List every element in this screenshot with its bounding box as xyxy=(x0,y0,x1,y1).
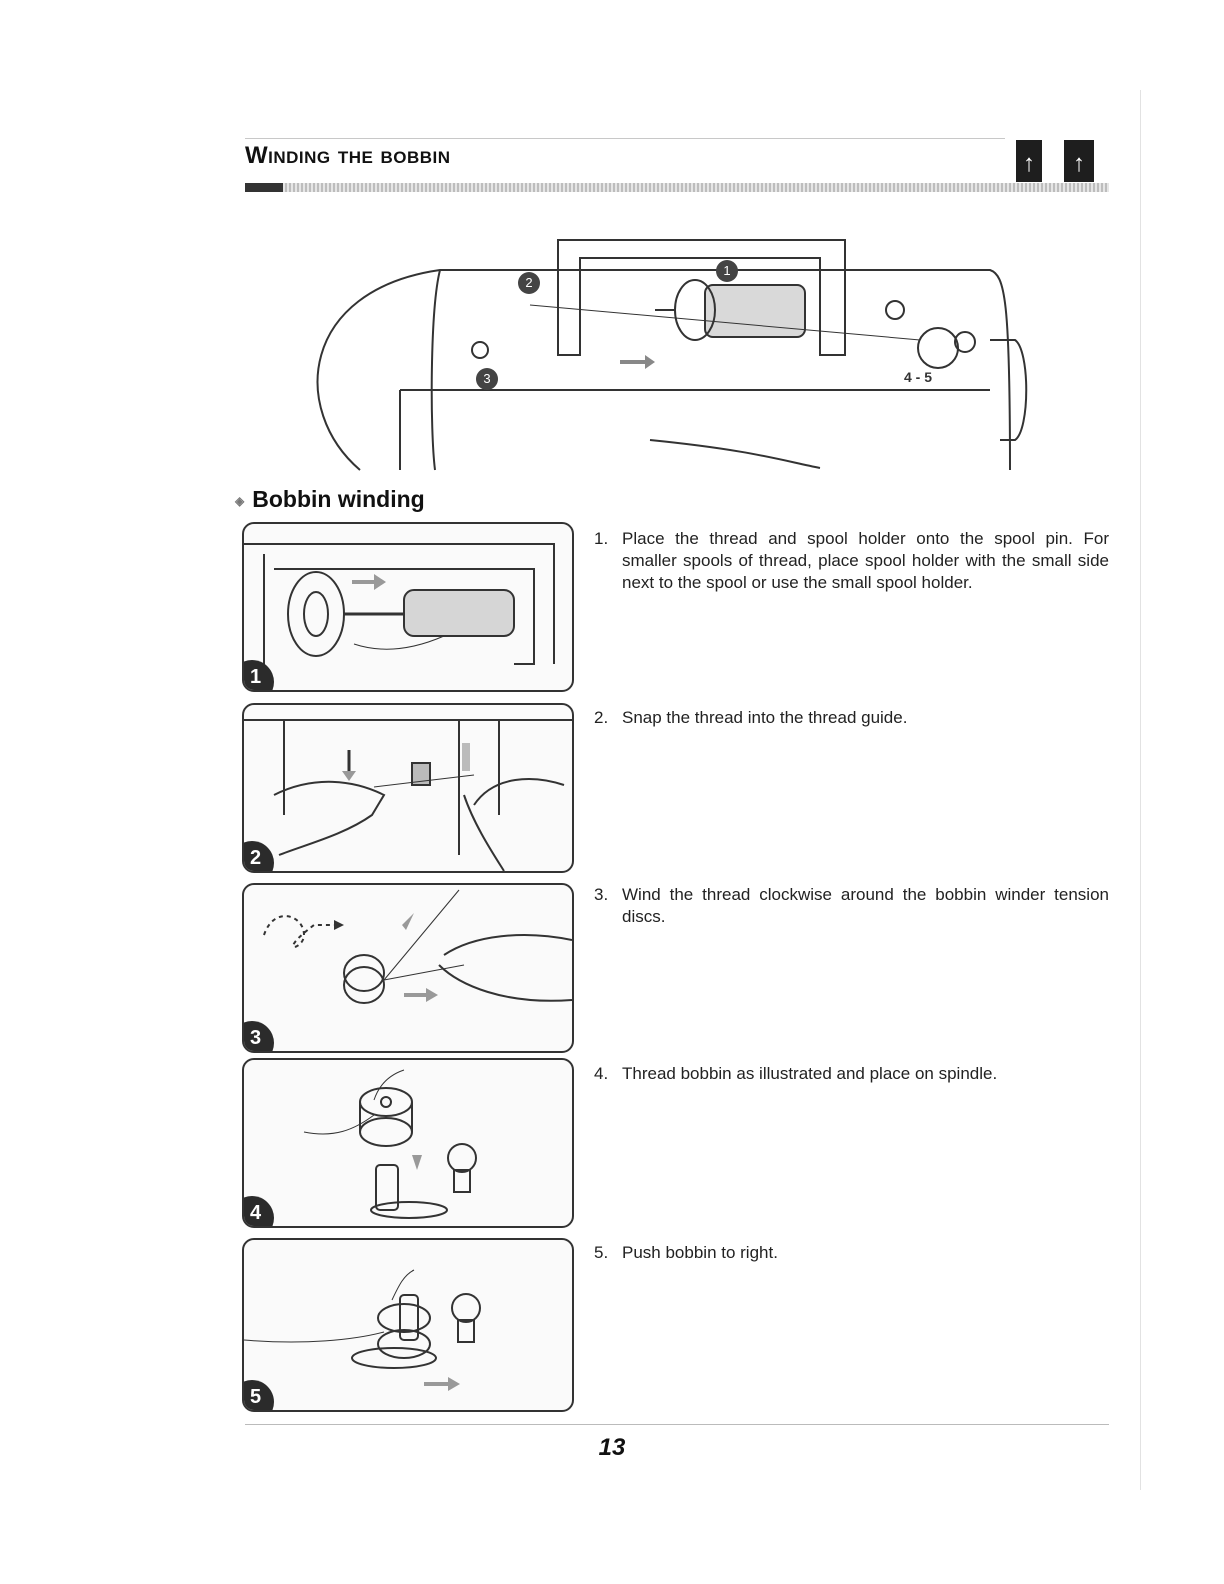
section-subheading: ◈ Bobbin winding xyxy=(235,486,425,513)
step-4-body: Thread bobbin as illustrated and place o… xyxy=(622,1064,998,1083)
step-2-body: Snap the thread into the thread guide. xyxy=(622,708,908,727)
step-1-illustration: 1 xyxy=(242,522,574,692)
step-3-text: 3. Wind the thread clockwise around the … xyxy=(594,884,1109,928)
step-3-body: Wind the thread clockwise around the bob… xyxy=(622,885,1109,926)
page-number: 13 xyxy=(598,1434,626,1461)
header-rule xyxy=(245,183,1109,192)
step-4-number: 4. xyxy=(594,1064,609,1083)
page-title: Winding the bobbin xyxy=(245,142,451,169)
step-4-text: 4. Thread bobbin as illustrated and plac… xyxy=(594,1063,1109,1085)
callout-2: 2 xyxy=(518,272,540,294)
step-2-text: 2. Snap the thread into the thread guide… xyxy=(594,707,1109,729)
step-2-illustration: 2 xyxy=(242,703,574,873)
step-5-illustration: 5 xyxy=(242,1238,574,1412)
mode-icon-needle: ↑ xyxy=(1016,140,1042,182)
step-5-number: 5. xyxy=(594,1243,609,1262)
step-5-body: Push bobbin to right. xyxy=(622,1243,778,1262)
step-3-number: 3. xyxy=(594,885,609,904)
step-2-number: 2. xyxy=(594,708,609,727)
step-1-text: 1. Place the thread and spool holder ont… xyxy=(594,528,1109,594)
page-edge-line xyxy=(1140,90,1141,1490)
step-1-body: Place the thread and spool holder onto t… xyxy=(622,529,1109,592)
footer-rule xyxy=(245,1424,1109,1425)
step-1-number: 1. xyxy=(594,529,609,548)
step-4-illustration: 4 xyxy=(242,1058,574,1228)
header-top-rule xyxy=(245,138,1005,139)
step-3-illustration: 3 xyxy=(242,883,574,1053)
callout-3: 3 xyxy=(476,368,498,390)
step-3-badge: 3 xyxy=(244,1021,274,1051)
subheading-text: Bobbin winding xyxy=(252,486,425,512)
bullet-icon: ◈ xyxy=(235,493,245,508)
step-5-text: 5. Push bobbin to right. xyxy=(594,1242,1109,1264)
callout-4-5: 4 - 5 xyxy=(904,369,933,385)
mode-icon-presser-foot: ↑ xyxy=(1064,140,1094,182)
callout-1: 1 xyxy=(716,260,738,282)
machine-overview-illustration: 1 2 3 4 - 5 xyxy=(300,230,1030,480)
